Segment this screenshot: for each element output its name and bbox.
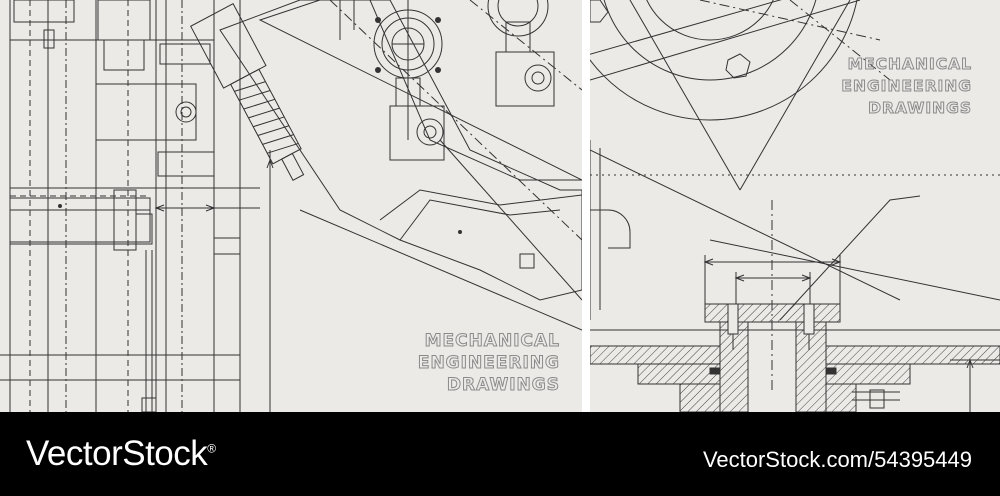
left-caption-line-1: MECHANICAL [424,331,560,352]
vectorstock-logo: VectorStock® [26,434,216,474]
right-caption-line-1: MECHANICAL [847,55,972,74]
brand-name: VectorStock [26,434,208,473]
left-caption: MECHANICAL ENGINEERING DRAWINGS [417,330,560,396]
right-mechanical-drawing [590,0,1000,412]
right-caption-line-2: ENGINEERING [841,77,972,96]
left-mechanical-drawing [0,0,582,412]
right-caption: MECHANICAL ENGINEERING DRAWINGS [841,53,972,119]
left-caption-line-3: DRAWINGS [446,375,560,396]
right-drawing-panel: MECHANICAL ENGINEERING DRAWINGS [590,0,1000,412]
left-caption-line-2: ENGINEERING [417,353,560,374]
right-caption-line-3: DRAWINGS [868,99,972,118]
registered-mark: ® [207,441,216,456]
watermark-footer: VectorStock® VectorStock.com/54395449 [0,412,1000,496]
image-id-text: VectorStock.com/54395449 [702,447,972,472]
left-drawing-panel: MECHANICAL ENGINEERING DRAWINGS [0,0,582,412]
